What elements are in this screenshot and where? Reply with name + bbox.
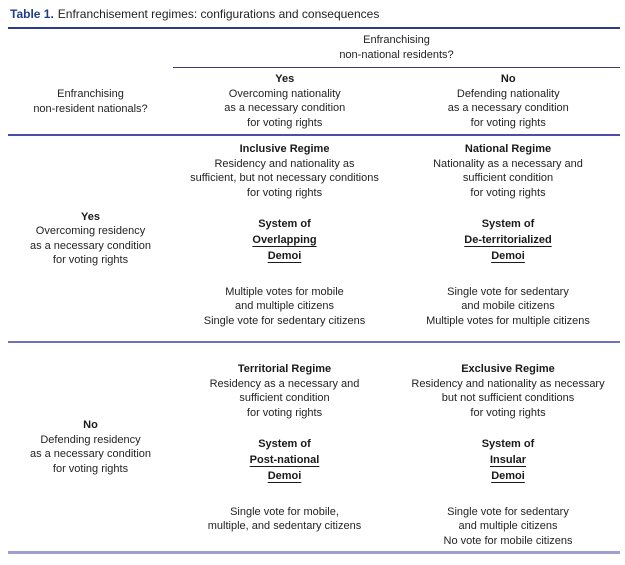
system-prefix: System of <box>258 438 311 450</box>
system-block: System of Post-national Demoi <box>173 437 396 485</box>
cell-exclusive-regime: Exclusive Regime Residency and nationali… <box>396 343 620 551</box>
row-axis-question: Enfranchising non-resident nationals? <box>33 88 148 115</box>
cell-inclusive-regime: Inclusive Regime Residency and nationali… <box>173 136 396 341</box>
regime-title: Exclusive Regime <box>461 363 555 375</box>
column-header-no-label: No <box>500 73 516 85</box>
system-prefix: System of <box>481 218 535 230</box>
table-header: Enfranchising non-resident nationals? En… <box>8 29 620 134</box>
cell-territorial-regime: Territorial Regime Residency as a necess… <box>173 343 396 551</box>
table-bottom-rule <box>8 551 620 554</box>
system-name: Overlapping Demoi <box>252 233 317 263</box>
system-prefix: System of <box>481 438 535 450</box>
row-divider-rule <box>8 134 620 136</box>
regime-title: Territorial Regime <box>237 363 332 375</box>
row-divider-rule <box>8 341 620 343</box>
cell-national-regime: National Regime Nationality as a necessa… <box>396 136 620 341</box>
regime-definition: Residency and nationality as sufficient,… <box>190 157 379 199</box>
column-axis-question: Enfranchising non-national residents? <box>339 34 454 61</box>
column-subheaders: Yes Overcoming nationality as a necessar… <box>173 68 620 134</box>
row-header-no-label: No <box>83 419 98 431</box>
row-header-no-text: Defending residency as a necessary condi… <box>29 433 152 475</box>
regime-title: National Regime <box>464 143 552 155</box>
row-header-yes-text: Overcoming residency as a necessary cond… <box>29 225 152 266</box>
system-name: Insular Demoi <box>489 453 527 483</box>
system-block: System of Overlapping Demoi <box>173 217 396 265</box>
column-header-yes-text: Overcoming nationality as a necessary co… <box>224 87 346 129</box>
regime-consequence: Single vote for sedentary and mobile cit… <box>426 285 590 327</box>
row-header-yes: Yes Overcoming residency as a necessary … <box>8 136 173 341</box>
regime-consequence: Multiple votes for mobile and multiple c… <box>203 285 366 327</box>
column-header-no: No Defending nationality as a necessary … <box>397 72 621 130</box>
header-subrule <box>173 67 620 68</box>
regime-title: Inclusive Regime <box>239 143 330 155</box>
column-header-no-text: Defending nationality as a necessary con… <box>447 87 569 129</box>
caption-rule <box>8 27 620 29</box>
table-number-label: Table 1. <box>10 7 54 21</box>
regime-definition: Nationality as a necessary and sufficien… <box>433 157 583 199</box>
table-row-enfranchising-no: No Defending residency as a necessary co… <box>8 343 620 551</box>
table-row-enfranchising-yes: Yes Overcoming residency as a necessary … <box>8 136 620 341</box>
regime-definition: Residency and nationality as necessary b… <box>411 377 605 419</box>
system-block: System of Insular Demoi <box>396 437 620 485</box>
row-header-yes-label: Yes <box>81 210 100 223</box>
system-prefix: System of <box>258 218 311 230</box>
column-header-yes: Yes Overcoming nationality as a necessar… <box>173 72 397 130</box>
column-axis-header: Enfranchising non-national residents? Ye… <box>173 29 620 134</box>
system-name: De-territorialized Demoi <box>464 233 552 263</box>
row-header-no: No Defending residency as a necessary co… <box>8 343 173 551</box>
regime-consequence: Single vote for mobile, multiple, and se… <box>207 505 362 533</box>
table-caption: Table 1.Enfranchisement regimes: configu… <box>8 7 620 22</box>
system-name: Post-national Demoi <box>249 453 320 483</box>
system-block: System of De-territorialized Demoi <box>396 217 620 265</box>
table-caption-text: Enfranchisement regimes: configurations … <box>57 7 380 21</box>
column-header-yes-label: Yes <box>275 73 295 85</box>
regime-consequence: Single vote for sedentary and multiple c… <box>443 505 573 547</box>
regime-definition: Residency as a necessary and sufficient … <box>209 377 360 419</box>
